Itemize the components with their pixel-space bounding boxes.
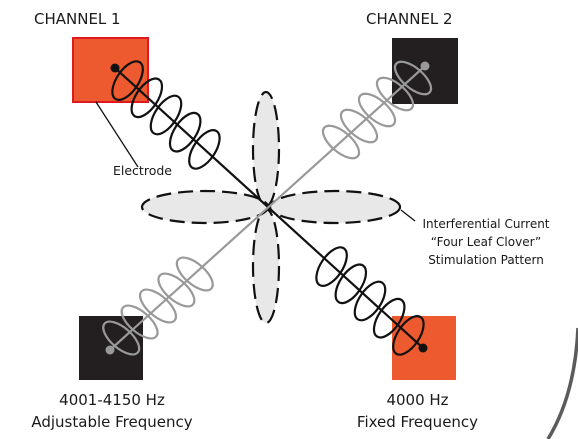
bottom-left-frequency: 4001-4150 Hz [59,391,165,409]
channel2-top-coil [321,60,433,160]
coil-loop [157,272,196,308]
pattern-pointer-line [400,209,416,222]
coil-loop [315,246,348,287]
coil-loop [120,304,159,340]
clover-lobe-left [140,189,270,225]
channel2-top-electrode [392,38,458,104]
coil-loop [168,111,202,153]
coil-loop [188,129,221,170]
channel1-bottom-coil [315,246,425,356]
pattern-label-line3: Stimulation Pattern [428,253,544,267]
coil-loop [393,60,433,96]
clover-lobe-bottom [251,207,281,325]
coil-loop [353,280,387,322]
coil-loop [334,263,368,305]
coil-loop [130,77,164,119]
bottom-right-mode: Fixed Frequency [356,413,479,431]
coil-loop [372,297,406,339]
channel1-bottom-electrode-dot [418,343,428,353]
bottom-right-caption: 4000 Hz Fixed Frequency [330,389,505,433]
clover-lobe-right [268,189,402,225]
coil-loop [339,108,379,144]
channel1-top-electrode [72,37,149,103]
coil-loop [392,315,425,356]
channel2-bottom-coil [102,256,214,356]
channel2-label: CHANNEL 2 [366,10,453,28]
pattern-label: Interferential Current “Four Leaf Clover… [406,215,566,269]
channel2-bottom-electrode-dot [105,345,115,355]
bottom-left-mode: Adjustable Frequency [31,413,193,431]
coil-loop [102,320,141,356]
bottom-right-frequency: 4000 Hz [386,391,449,409]
coil-loop [138,288,178,324]
channel1-top-coil [111,60,221,170]
clover-lobe-top [251,90,281,208]
channel1-top-electrode-dot [110,63,120,73]
coil-loop [149,94,183,136]
coil-loop [357,92,397,128]
coil-loop [175,256,214,292]
coil-loop [111,60,144,101]
corner-accent-curve [546,327,578,439]
pattern-label-line1: Interferential Current [422,217,550,231]
electrode-pointer-line [95,101,139,168]
coil-loop [375,76,415,112]
coil-loop [321,124,361,160]
pattern-label-line2: “Four Leaf Clover” [430,235,542,249]
channel2-wire [109,65,426,351]
bottom-left-caption: 4001-4150 Hz Adjustable Frequency [0,389,224,433]
channel2-top-electrode-dot [420,61,430,71]
electrode-label: Electrode [113,163,172,178]
channel1-label: CHANNEL 1 [34,10,121,28]
